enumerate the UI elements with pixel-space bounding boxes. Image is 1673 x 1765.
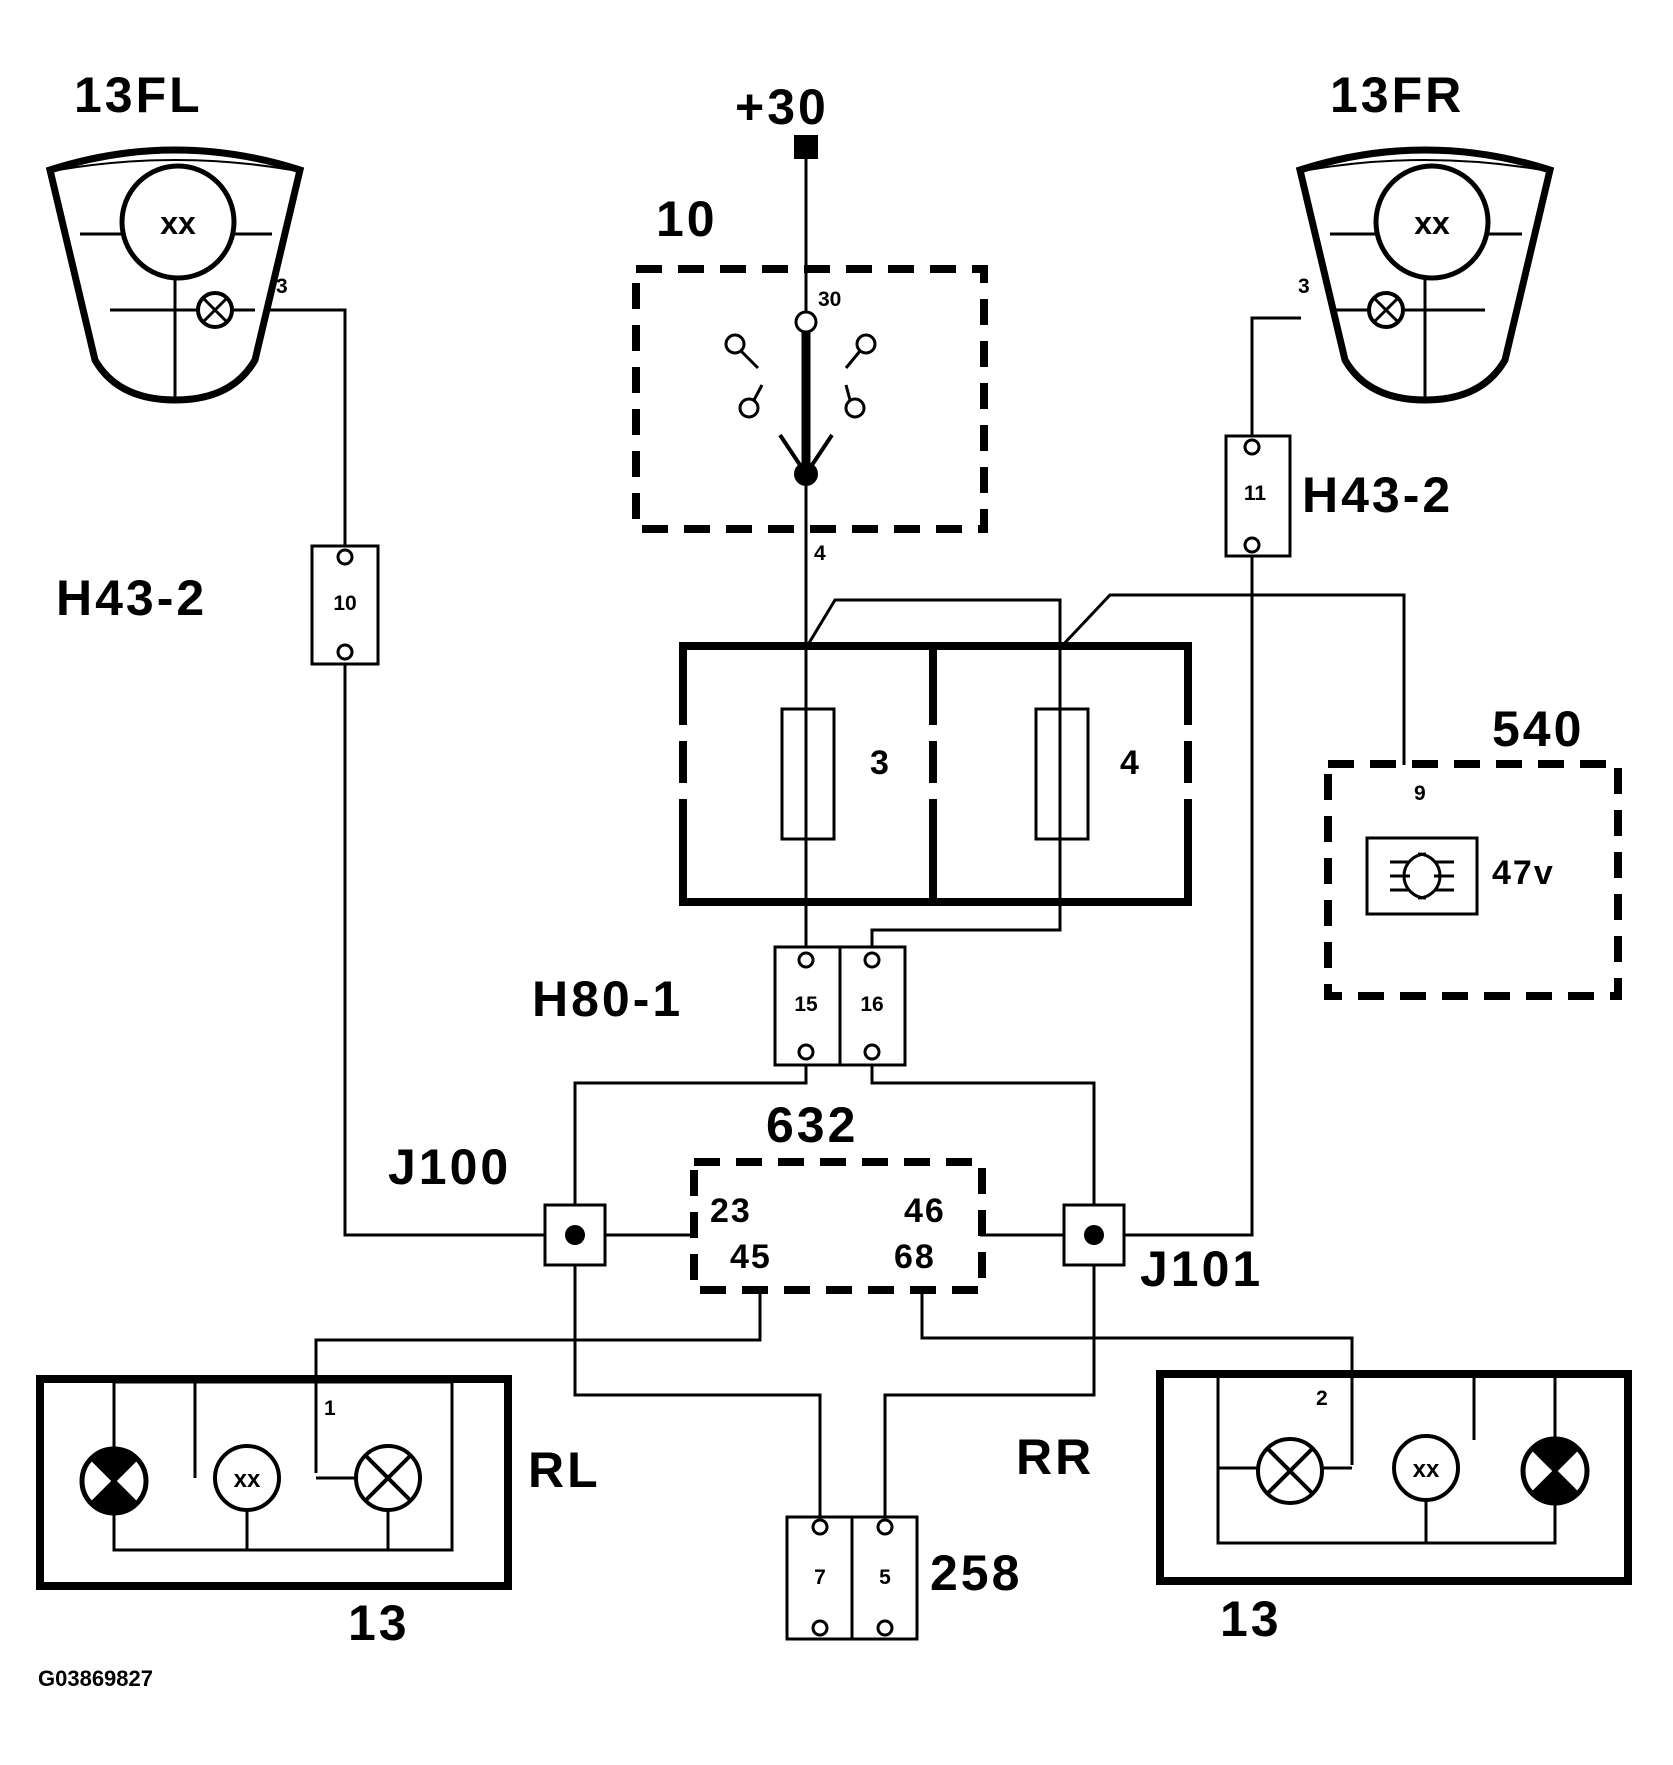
rear-left-label: RL <box>528 1442 601 1498</box>
connector-right-label: H43-2 <box>1302 467 1453 523</box>
svg-text:xx: xx <box>160 205 196 241</box>
rotary-switch-icon <box>724 310 877 486</box>
module-632: 632 23 46 45 68 <box>690 1097 986 1294</box>
fl-pin: 3 <box>276 275 288 298</box>
svg-text:xx: xx <box>1413 1456 1440 1483</box>
switch-pin-top: 30 <box>818 288 841 311</box>
h80-pin-b: 16 <box>860 993 883 1016</box>
connector-h43-left: H43-2 10 <box>56 544 380 666</box>
junction-left-label: J100 <box>388 1139 511 1195</box>
rear-right-number: 13 <box>1220 1591 1282 1647</box>
connector-h43-right: H43-2 11 <box>1224 434 1453 558</box>
headlamp-front-right: 13FR xx 3 <box>1295 67 1555 404</box>
module-540: 540 9 47v <box>1324 701 1622 1000</box>
figure-code: G03869827 <box>38 1666 153 1691</box>
module-540-label: 540 <box>1492 701 1584 757</box>
svg-text:xx: xx <box>1414 205 1450 241</box>
junction-j101: J101 <box>1062 1203 1263 1297</box>
module-632-pin-br: 68 <box>894 1238 936 1276</box>
module-632-label: 632 <box>766 1097 858 1153</box>
headlamp-front-left: 13FL xx 3 <box>45 67 305 404</box>
rear-right-label: RR <box>1016 1429 1094 1485</box>
fuse-box: 3 4 <box>675 642 1196 906</box>
fr-pin: 3 <box>1298 275 1310 298</box>
fuse-icon <box>1034 707 1090 841</box>
bulb-icon <box>354 1444 422 1512</box>
svg-text:xx: xx <box>234 1466 261 1493</box>
bulb-icon: xx <box>1392 1434 1460 1502</box>
rr-pin: 2 <box>1316 1387 1328 1410</box>
headlamp-left-label: 13FL <box>74 67 203 123</box>
c258-pin-a: 7 <box>814 1566 826 1589</box>
connector-left-label: H43-2 <box>56 570 207 626</box>
switch-label: 10 <box>656 191 718 247</box>
module-632-pin-tl: 23 <box>710 1192 752 1230</box>
module-632-pin-bl: 45 <box>730 1238 772 1276</box>
light-switch: 10 30 4 <box>632 191 988 565</box>
switch-pin-bottom: 4 <box>814 542 826 565</box>
headlamp-icon: xx <box>1295 146 1555 404</box>
fuse-icon <box>780 707 836 841</box>
module-540-pin: 9 <box>1414 782 1426 805</box>
h43-right-pin: 11 <box>1244 482 1267 505</box>
connector-mid-label: H80-1 <box>532 971 683 1027</box>
module-632-pin-tr: 46 <box>904 1192 946 1230</box>
rl-pin: 1 <box>324 1397 336 1420</box>
junction-right-label: J101 <box>1140 1241 1263 1297</box>
bulb-icon <box>79 1446 149 1516</box>
fuse-b-label: 4 <box>1120 744 1141 782</box>
module-540-text: 47v <box>1492 854 1555 892</box>
junction-j100: J100 <box>388 1139 607 1267</box>
headlamp-icon: xx <box>45 146 305 404</box>
bulb-icon <box>1256 1437 1324 1505</box>
h80-pin-a: 15 <box>794 993 818 1016</box>
battery-terminal: +30 <box>735 79 829 159</box>
bulb-icon: xx <box>213 1444 281 1512</box>
bulb-icon <box>1520 1436 1590 1506</box>
rear-left-number: 13 <box>348 1595 410 1651</box>
fuse-a-label: 3 <box>870 744 891 782</box>
rear-lamp-right: xx 2 RR 13 <box>1016 1370 1632 1647</box>
c258-pin-b: 5 <box>879 1566 891 1589</box>
wires <box>255 155 1406 1522</box>
rear-lamp-left: xx 1 RL 13 <box>36 1375 601 1651</box>
headlamp-right-label: 13FR <box>1330 67 1464 123</box>
connector-258: 7 5 258 <box>785 1515 1022 1641</box>
fog-lamp-icon <box>1365 836 1479 916</box>
connector-h80: H80-1 15 16 <box>532 945 907 1067</box>
connector-bottom-label: 258 <box>930 1545 1022 1601</box>
h43-left-pin: 10 <box>333 592 356 615</box>
battery-label: +30 <box>735 79 829 135</box>
